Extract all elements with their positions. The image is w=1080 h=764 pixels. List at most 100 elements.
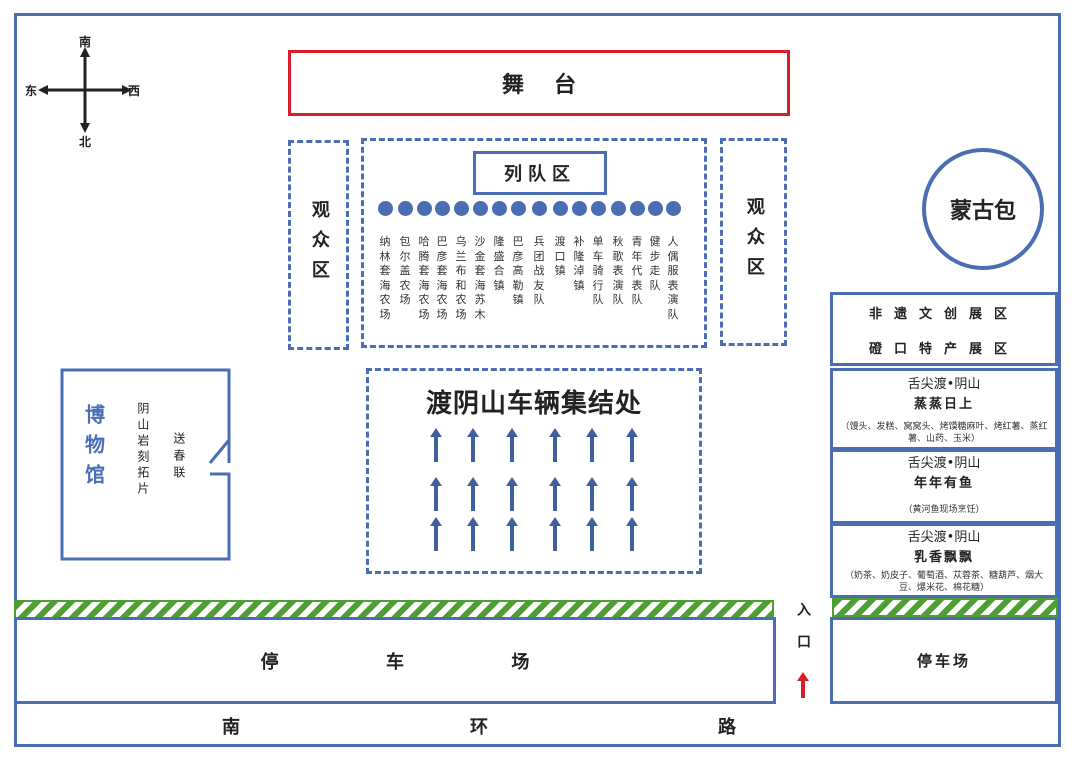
team-label: 兵团战友队 [533,235,545,306]
food-2-note: （黄河鱼现场烹饪） [903,505,985,515]
up-arrow-icon [549,477,561,511]
road-char-1: 南 [222,716,240,738]
up-arrow-icon [430,428,442,462]
team-label: 人偶服表演队 [667,235,679,321]
parking-main-char-1: 停 [260,651,279,673]
vehicle-assembly-area: 渡阴山车辆集结处 [366,368,702,574]
team-dot [435,201,450,216]
road-char-3: 路 [718,716,736,738]
food-1-title: 舌尖渡•阴山 [907,377,981,392]
up-arrow-icon [430,517,442,551]
team-label: 纳林套海农场 [379,235,391,321]
up-arrow-icon [467,477,479,511]
up-arrow-icon [549,517,561,551]
compass-icon [38,47,132,133]
food-booth-2: 舌尖渡•阴山 年年有鱼 （黄河鱼现场烹饪） [830,449,1058,524]
entrance: 入口 [793,602,813,702]
team-label: 渡口镇 [554,235,566,277]
up-arrow-icon [549,428,561,462]
compass-right-label: 西 [128,84,141,98]
up-arrow-icon [626,477,638,511]
queue-area [361,138,707,348]
team-label: 青年代表队 [631,235,643,306]
entrance-arrow-icon [797,672,809,698]
up-arrow-icon [506,477,518,511]
team-label: 巴彦套海农场 [436,235,448,321]
food-3-note: （奶茶、奶皮子、葡萄酒、苁蓉茶、糖葫芦、烟大豆、爆米花、棉花糖） [844,571,1043,593]
stage: 舞台 [288,50,790,116]
team-label: 秋歌表演队 [612,235,624,306]
food-1-subtitle: 蒸蒸日上 [913,397,974,412]
yurt: 蒙古包 [922,148,1044,270]
up-arrow-icon [586,517,598,551]
team-dot [398,201,413,216]
rock-rubbing-label: 阴山岩刻拓片 [135,402,150,498]
up-arrow-icon [430,477,442,511]
yurt-label: 蒙古包 [949,198,1016,224]
museum-outline [60,368,231,561]
up-arrow-icon [586,477,598,511]
team-dot [630,201,645,216]
parking-lot-right: 停车场 [830,617,1058,704]
team-label: 包尔盖农场 [399,235,411,306]
audience-area-left: 观众区 [288,140,349,350]
team-label: 巴彦高勒镇 [512,235,524,306]
queue-area-title-text: 列队区 [504,164,576,185]
heritage-exhibition: 非遗文创展区 磴口特产展区 [830,292,1058,366]
queue-area-title: 列队区 [473,151,607,195]
team-dot [417,201,432,216]
compass-bottom-label: 北 [79,135,92,149]
stage-label: 舞台 [501,72,606,98]
team-label: 乌兰布和农场 [455,235,467,321]
up-arrow-icon [626,517,638,551]
assembly-title: 渡阴山车辆集结处 [425,389,642,419]
audience-right-label: 观众区 [743,197,765,287]
heritage-line1: 非遗文创展区 [868,307,1019,322]
team-label: 补隆淖镇 [573,235,585,292]
team-label: 沙金套海苏木 [474,235,486,321]
food-3-subtitle: 乳香飘飘 [913,550,974,565]
parking-right-label: 停车场 [916,652,971,670]
museum-title: 博物馆 [81,404,106,494]
green-belt-right [832,598,1058,617]
team-label: 隆盛合镇 [493,235,505,292]
team-label: 健步走队 [649,235,661,292]
parking-main-char-3: 场 [511,651,530,673]
food-2-subtitle: 年年有鱼 [913,476,974,491]
team-dot [553,201,568,216]
museum: 博物馆 阴山岩刻拓片 送春联 [60,368,232,561]
food-booth-3: 舌尖渡•阴山 乳香飘飘 （奶茶、奶皮子、葡萄酒、苁蓉茶、糖葫芦、烟大豆、爆米花、… [830,523,1058,598]
parking-main-char-2: 车 [385,651,404,673]
team-dot [378,201,393,216]
up-arrow-icon [506,428,518,462]
spring-couplets-label: 送春联 [171,432,186,483]
team-label: 哈腾套海农场 [418,235,430,321]
team-dot [591,201,606,216]
compass: 南 北 东 西 [25,35,143,149]
team-dot [492,201,507,216]
food-1-note: （馒头、发糕、窝窝头、烤馍糖麻叶、烤红薯、蒸红薯、山药、玉米） [840,422,1048,444]
up-arrow-icon [506,517,518,551]
food-booth-1: 舌尖渡•阴山 蒸蒸日上 （馒头、发糕、窝窝头、烤馍糖麻叶、烤红薯、蒸红薯、山药、… [830,368,1058,450]
team-dot [666,201,681,216]
up-arrow-icon [586,428,598,462]
up-arrow-icon [626,428,638,462]
audience-left-label: 观众区 [308,200,330,290]
team-dot [454,201,469,216]
entrance-label: 入口 [795,602,812,666]
food-3-title: 舌尖渡•阴山 [907,530,981,545]
team-label: 单车骑行队 [592,235,604,306]
audience-area-right: 观众区 [720,138,787,346]
team-dot [473,201,488,216]
heritage-line2: 磴口特产展区 [868,342,1019,357]
venue-map-frame [14,13,1061,747]
team-dot [511,201,526,216]
team-dot [611,201,626,216]
parking-lot-main: 停 车 场 [14,617,776,704]
team-dot [532,201,547,216]
team-dot [648,201,663,216]
road-char-2: 环 [470,716,488,738]
south-ring-road: 南 环 路 [14,704,1061,747]
team-dot [572,201,587,216]
compass-top-label: 南 [79,35,92,49]
